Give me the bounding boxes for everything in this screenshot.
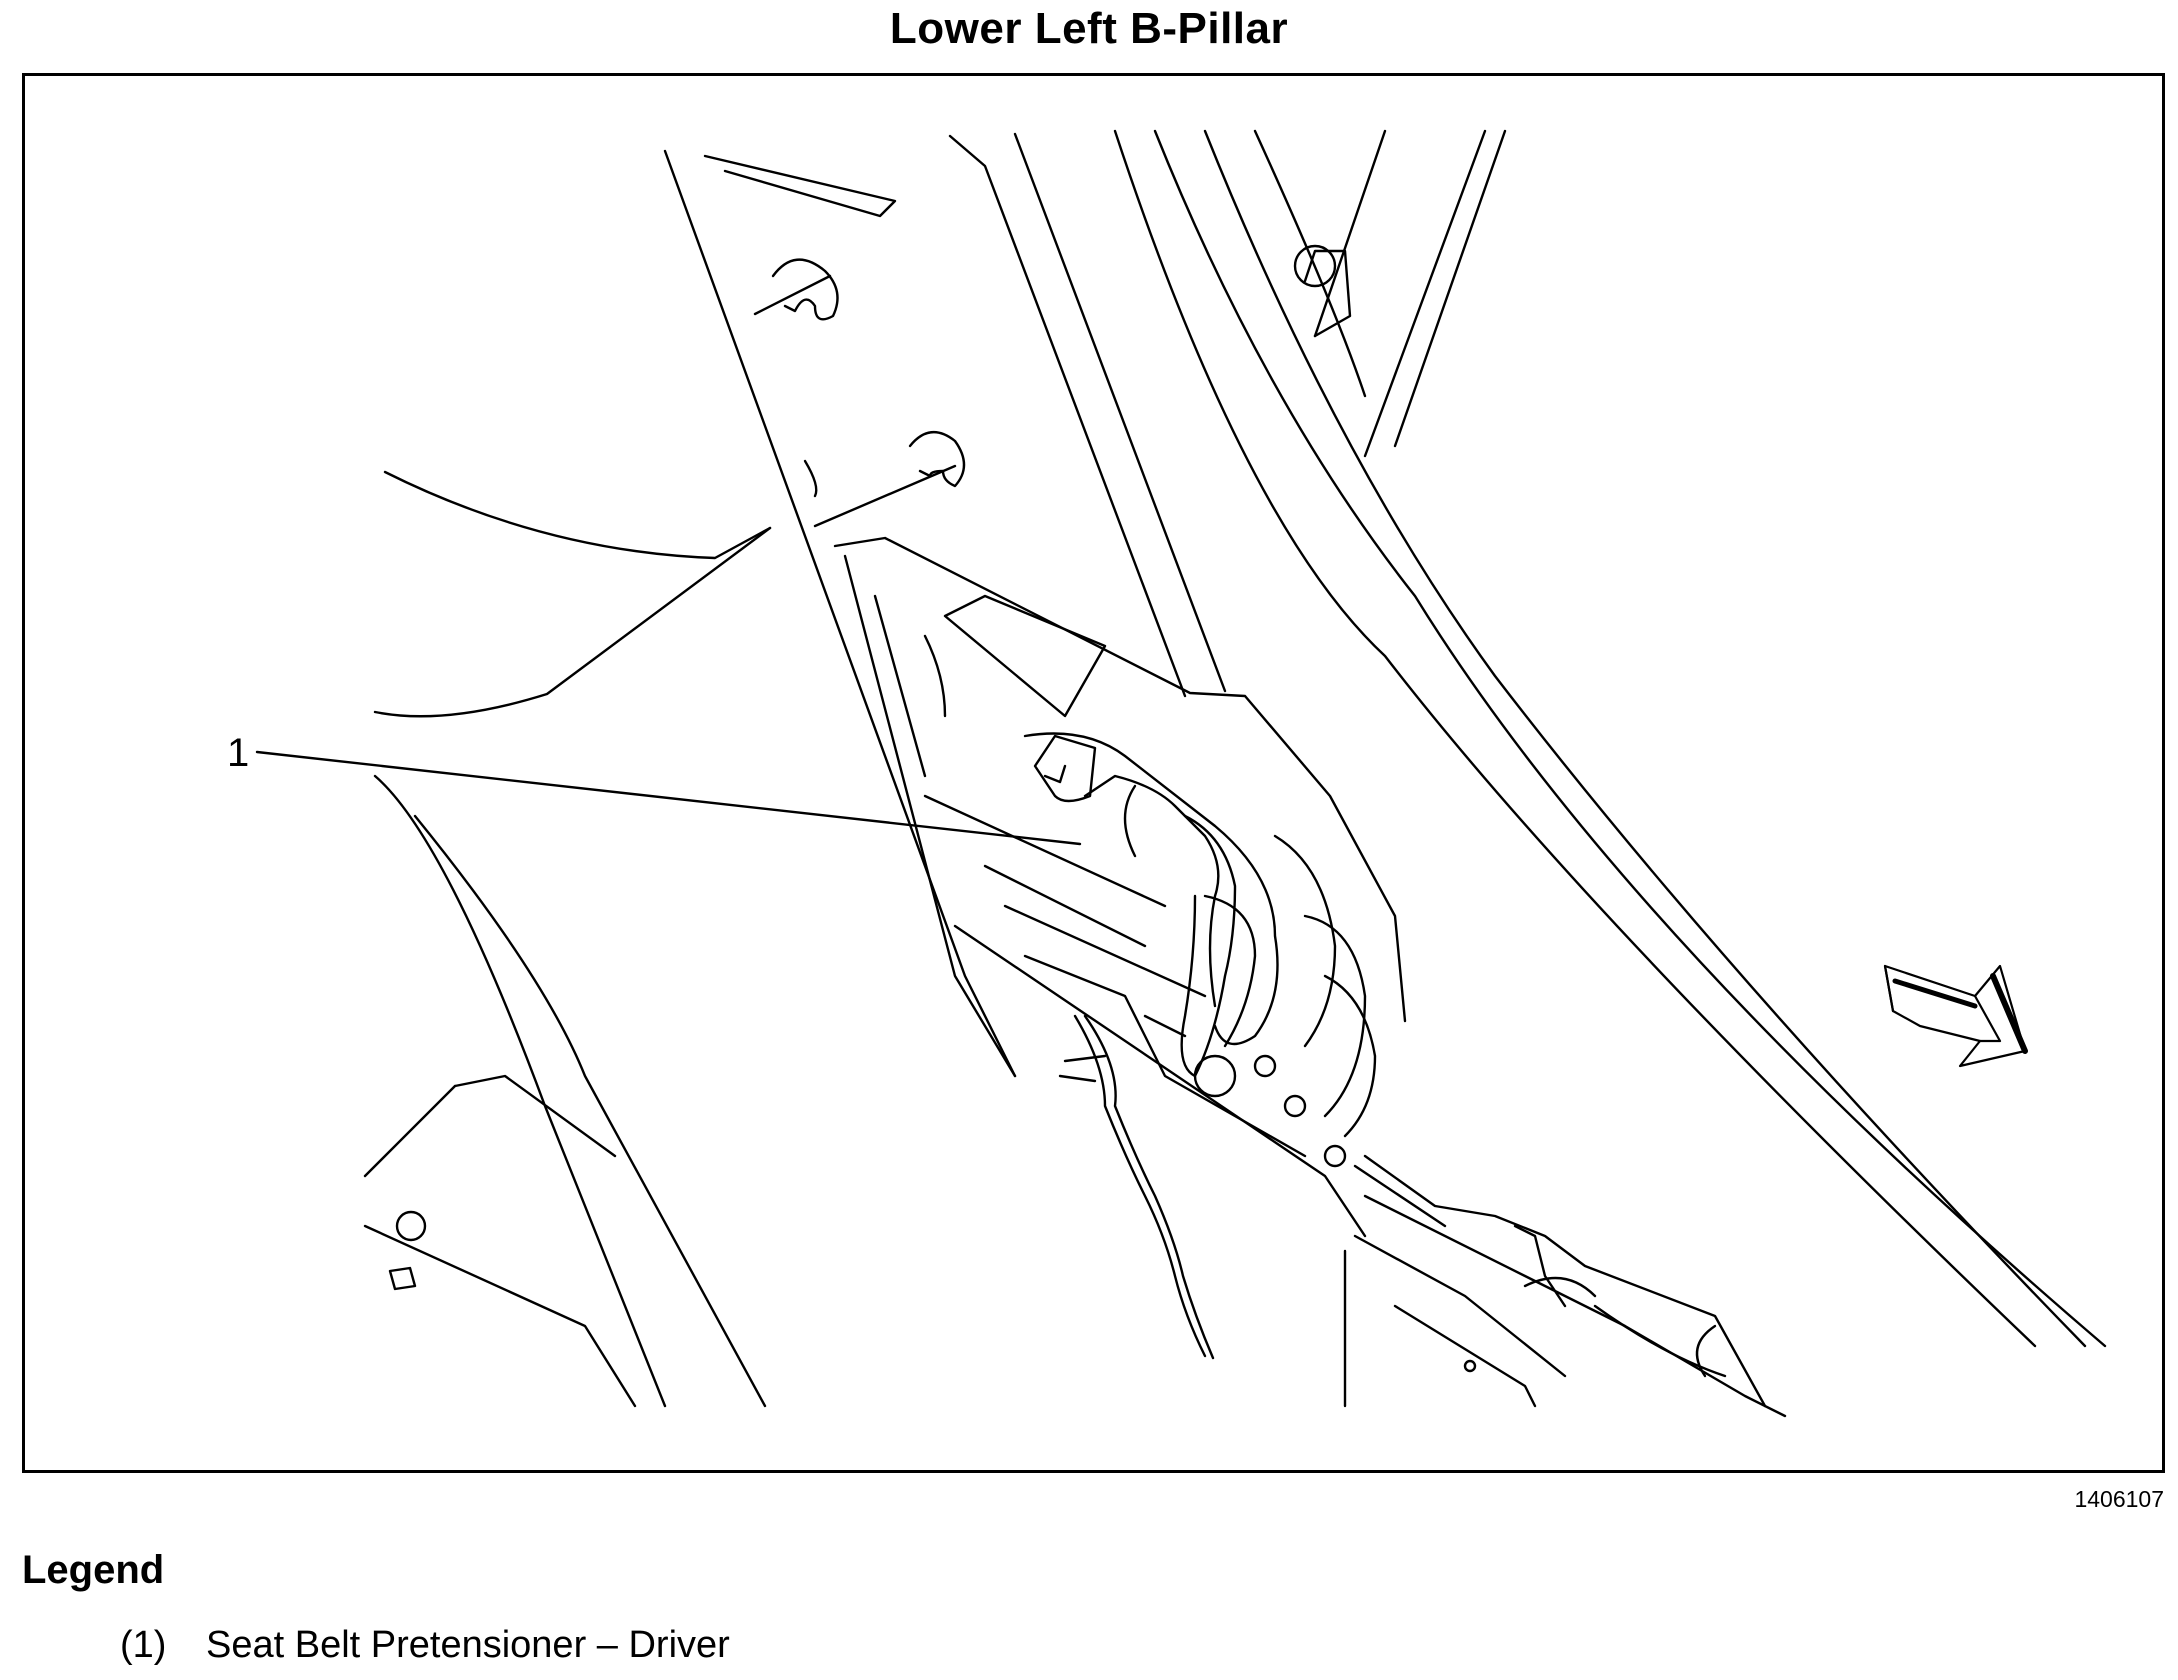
- legend-item-text: Seat Belt Pretensioner – Driver: [206, 1624, 730, 1666]
- callout-label-1: 1: [227, 731, 249, 775]
- diagram-title: Lower Left B-Pillar: [889, 4, 1289, 53]
- b-pillar-illustration: 1: [227, 129, 2107, 1418]
- rocker-sill: [1343, 1154, 1787, 1418]
- seat-belt-pretensioner: [923, 732, 1377, 1238]
- legend-heading: Legend: [22, 1548, 165, 1592]
- floor-panel: [363, 470, 772, 1408]
- legend-item-number: (1): [120, 1624, 167, 1666]
- b-pillar-panel: [663, 129, 2107, 1348]
- illustration-frame: 1: [22, 73, 2165, 1473]
- figure-id: 1406107: [2074, 1486, 2164, 1512]
- legend-item: (1) Seat Belt Pretensioner – Driver: [120, 1624, 730, 1667]
- wire-harness: [1058, 1014, 1215, 1360]
- direction-arrow-icon: [1883, 964, 2028, 1068]
- callout-1: 1: [227, 731, 1082, 846]
